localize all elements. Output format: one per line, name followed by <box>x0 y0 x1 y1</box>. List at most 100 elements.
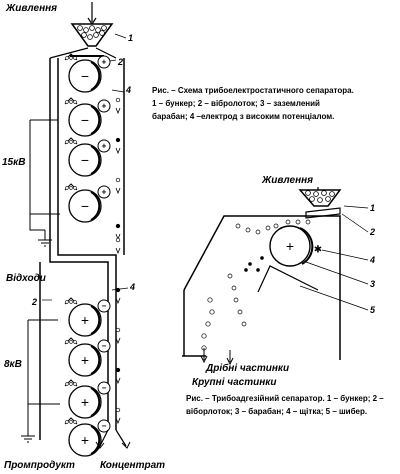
left-particle <box>69 300 73 304</box>
left-electrode <box>97 339 111 353</box>
left-flow-arrow <box>115 187 121 195</box>
left-drum-sign: + <box>81 432 89 448</box>
right-hopper-particle <box>305 190 311 196</box>
right-hopper-particle <box>317 197 323 203</box>
right-callout-4: 4 <box>370 255 376 265</box>
right-callout-5-leader <box>299 285 369 311</box>
right-callout-1: 1 <box>370 203 376 213</box>
right-callout-2: 2 <box>370 227 376 237</box>
right-fine-particle <box>241 321 247 327</box>
right-cascade-particle <box>305 219 311 225</box>
left-drum-shade <box>90 345 101 375</box>
left-voltage-bottom-label: 8кВ <box>4 359 22 370</box>
left-drum <box>68 189 102 223</box>
left-callout-1: 1 <box>128 33 134 43</box>
left-hopper-particle <box>99 30 105 36</box>
left-particle <box>69 340 73 344</box>
left-particle <box>65 100 69 104</box>
left-caption-line-2: 1 – бункер; 2 – вібролоток; 3 – заземлен… <box>152 99 320 108</box>
right-shutter <box>257 265 319 293</box>
right-cascade-particle <box>295 219 301 225</box>
left-drum-shade <box>90 145 101 175</box>
right-coarse-particle <box>201 333 207 339</box>
left-electrode-sign: − <box>102 384 107 393</box>
left-particle <box>69 186 73 190</box>
right-small-particle <box>244 268 248 272</box>
left-wire-lower <box>27 319 60 430</box>
left-drum-sign: − <box>81 152 89 168</box>
left-particle <box>73 340 77 344</box>
right-callout-1-leader <box>343 205 369 209</box>
left-outlet-right <box>115 429 127 447</box>
right-coarse-particle <box>205 321 211 327</box>
right-coarse-label: Крупні частинки <box>192 377 277 388</box>
right-hopper-particle <box>309 196 315 202</box>
left-particle <box>73 420 77 424</box>
left-drum-shade <box>90 191 101 221</box>
left-drum-shade <box>90 105 101 135</box>
right-drum <box>269 225 311 267</box>
right-cascade-particle <box>245 227 251 233</box>
left-intermediate-label: Промпродукт <box>4 460 75 471</box>
left-callout-4b-leader <box>111 287 129 291</box>
right-caption-line-1: Рис. – Трибоадгезійний сепаратор. 1 – бу… <box>186 394 384 403</box>
left-hopper-particle <box>95 27 101 33</box>
left-concentrate-label: Концентрат <box>100 460 166 471</box>
left-particle <box>73 382 77 386</box>
right-callout-4-leader <box>321 249 369 261</box>
left-flow-arrow <box>115 107 121 115</box>
left-particle <box>65 340 69 344</box>
left-drum-shade <box>90 425 101 455</box>
left-particle <box>69 382 73 386</box>
left-electrode-sign: − <box>102 342 107 351</box>
left-particle <box>65 140 69 144</box>
left-wall-top-l <box>49 47 89 59</box>
left-electrode <box>97 299 111 313</box>
right-housing <box>183 215 341 360</box>
right-drum-shade <box>299 227 314 265</box>
right-hopper-particle <box>329 191 335 197</box>
left-drum <box>68 423 102 457</box>
left-product-particle <box>115 137 121 143</box>
left-feed-label: Живлення <box>6 3 58 14</box>
left-electrode <box>97 55 111 69</box>
left-particle <box>73 140 77 144</box>
left-electrode-sign: + <box>102 58 107 67</box>
left-ground-lower <box>21 430 35 443</box>
right-fine-arrow <box>226 350 234 366</box>
left-particle <box>65 56 69 60</box>
left-flow-arrow <box>115 377 121 385</box>
right-cascade-particle <box>255 229 261 235</box>
left-drum-sign: + <box>81 352 89 368</box>
right-fine-label: Дрібні частинки <box>206 363 290 374</box>
left-drum-sign: + <box>81 394 89 410</box>
left-drum-shade <box>90 387 101 417</box>
right-fine-particle <box>231 285 237 291</box>
left-particle <box>73 100 77 104</box>
right-hopper-particle <box>325 196 331 202</box>
left-drum-sign: − <box>81 68 89 84</box>
left-particle <box>69 140 73 144</box>
left-drum-shade <box>90 61 101 91</box>
left-particle <box>65 186 69 190</box>
left-caption-line-3: барабан; 4 –електрод з високим потенціал… <box>152 112 335 121</box>
left-callout-2: 2 <box>118 57 124 67</box>
right-small-particle <box>256 268 260 272</box>
left-drum <box>68 303 102 337</box>
left-drum-sign: + <box>81 312 89 328</box>
left-electrode-sign: − <box>102 302 107 311</box>
left-hopper-particle <box>87 34 93 40</box>
left-flow-arrow <box>115 297 121 305</box>
left-caption-line-1: Рис. – Схема трибоелектростатичного сепа… <box>152 86 354 95</box>
left-outlet-left <box>99 429 109 447</box>
right-fine-particle <box>233 297 239 303</box>
right-coarse-particle <box>209 309 215 315</box>
left-wire-upper <box>29 119 60 231</box>
right-feed-label: Живлення <box>262 175 314 186</box>
left-product-particle <box>115 367 121 373</box>
left-particle <box>69 56 73 60</box>
left-particle <box>73 186 77 190</box>
left-drum-sign: − <box>81 112 89 128</box>
left-wall-inner <box>57 58 117 430</box>
